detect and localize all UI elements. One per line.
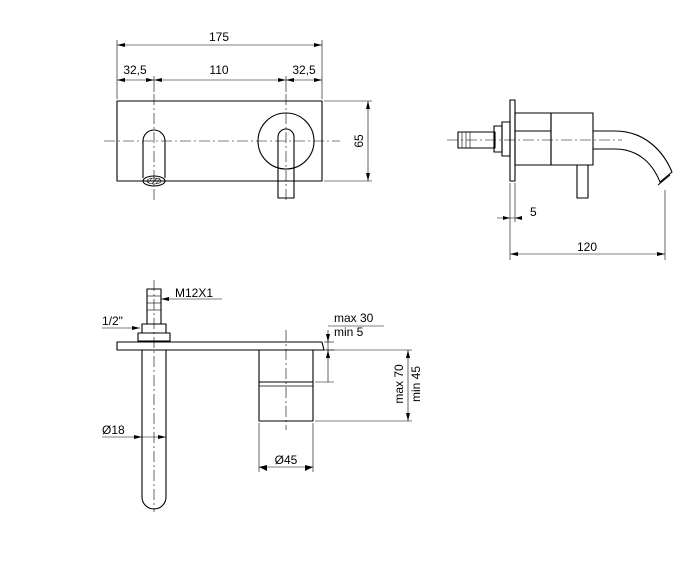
dim-cover-min: min 5 (334, 325, 364, 339)
side-body-lower (514, 130, 552, 166)
side-dimensions: 5 120 (497, 183, 666, 260)
spout-outlet (142, 129, 166, 178)
side-washer (501, 121, 511, 157)
section-dimensions: M12X1 1/2" Ø18 Ø45 max 30 min 5 max 70 (102, 286, 423, 472)
dim-spout-diameter: Ø18 (102, 423, 125, 437)
section-view (116, 280, 325, 512)
dim-spout-projection: 120 (577, 240, 597, 254)
dim-depth-min: min 45 (409, 366, 423, 402)
side-body-upper (514, 112, 552, 132)
front-dimensions: 175 32,5 110 32,5 65 (116, 30, 372, 182)
side-view (447, 99, 673, 199)
dim-thread-spec: M12X1 (175, 286, 213, 300)
side-wall-plate (509, 99, 516, 182)
dim-left-offset: 32,5 (123, 63, 147, 77)
dim-plate-thickness: 5 (530, 205, 537, 219)
dim-plate-height: 65 (352, 134, 366, 148)
dim-depth-max: max 70 (392, 364, 406, 404)
dim-center-distance: 110 (209, 63, 228, 77)
lever-hub (277, 128, 295, 161)
dim-right-offset: 32,5 (292, 63, 316, 77)
dim-cover-max: max 30 (334, 311, 374, 325)
dim-overall-width: 175 (209, 30, 229, 44)
dim-connection-size: 1/2" (102, 314, 123, 328)
front-view (104, 94, 340, 200)
dim-body-diameter: Ø45 (275, 453, 298, 467)
side-spout (593, 130, 673, 183)
cover-plate (116, 341, 325, 351)
side-lever-block (550, 112, 594, 166)
side-lever (576, 165, 589, 199)
